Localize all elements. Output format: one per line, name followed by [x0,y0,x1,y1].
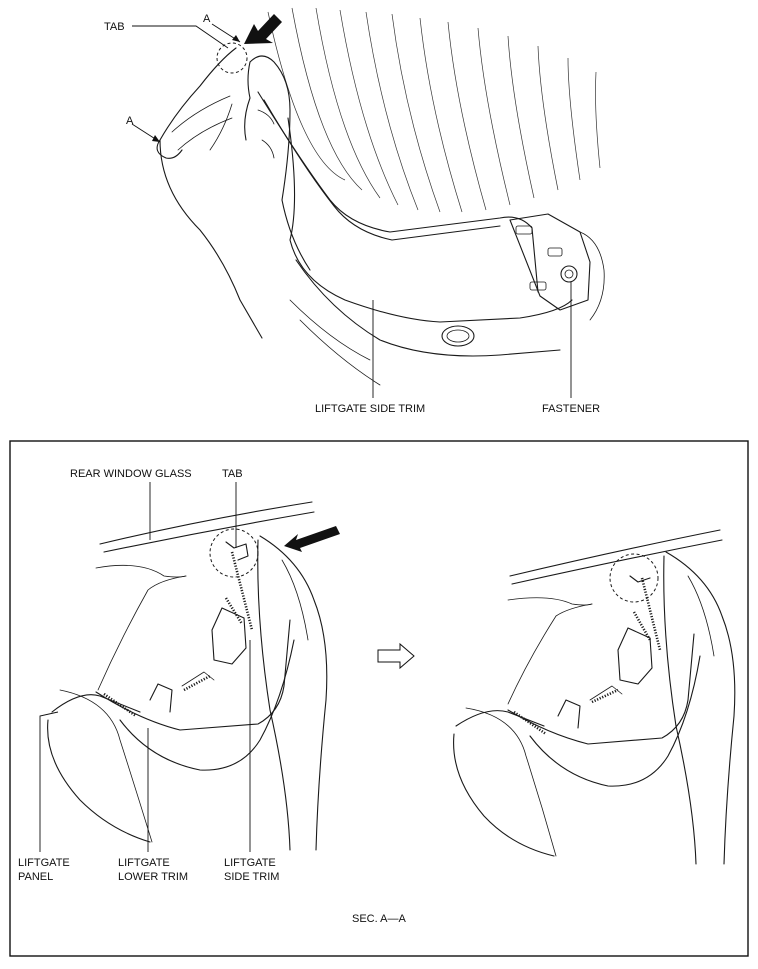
panel-label-line2: PANEL [18,871,53,883]
lower-trim-label-line1: LIFTGATE [118,857,170,869]
tab-circle-after [609,553,659,603]
push-arrow-section-icon [284,526,340,552]
section-mark-lower: A [126,115,134,127]
fastener-bracket [441,213,605,347]
panel-leader [39,711,59,852]
top-illustration: TAB A A LIFTGATE SIDE TRIM FASTENER [104,7,605,415]
top-side-trim-label: LIFTGATE SIDE TRIM [315,403,425,415]
section-after [453,529,736,865]
glass-label: REAR WINDOW GLASS [70,468,192,480]
liftgate-side-trim-shape [257,91,573,386]
side-trim-label-line1: LIFTGATE [224,857,276,869]
section-before [47,501,340,851]
section-tab-label: TAB [222,468,243,480]
section-frame [9,440,749,957]
lower-trim-label-line2: LOWER TRIM [118,871,188,883]
panel-label-line1: LIFTGATE [18,857,70,869]
hand-illustration [156,42,311,339]
tab-detail-circle [216,42,248,74]
section-mark-upper: A [203,13,211,25]
section-view-box: REAR WINDOW GLASS TAB LIFTGATE PANEL LIF… [9,440,749,957]
rear-glass-hatching [267,7,601,213]
section-line-a [131,23,241,143]
side-trim-label-line2: SIDE TRIM [224,871,279,883]
hollow-right-arrow-icon [377,642,415,670]
top-tab-label: TAB [104,21,125,33]
push-arrow-top-icon [244,14,282,44]
tab-circle-before [209,528,259,578]
section-caption: SEC. A—A [352,913,406,925]
fastener-label: FASTENER [542,403,600,415]
tab-leader-top [132,25,229,49]
fastener-icon [560,265,578,283]
